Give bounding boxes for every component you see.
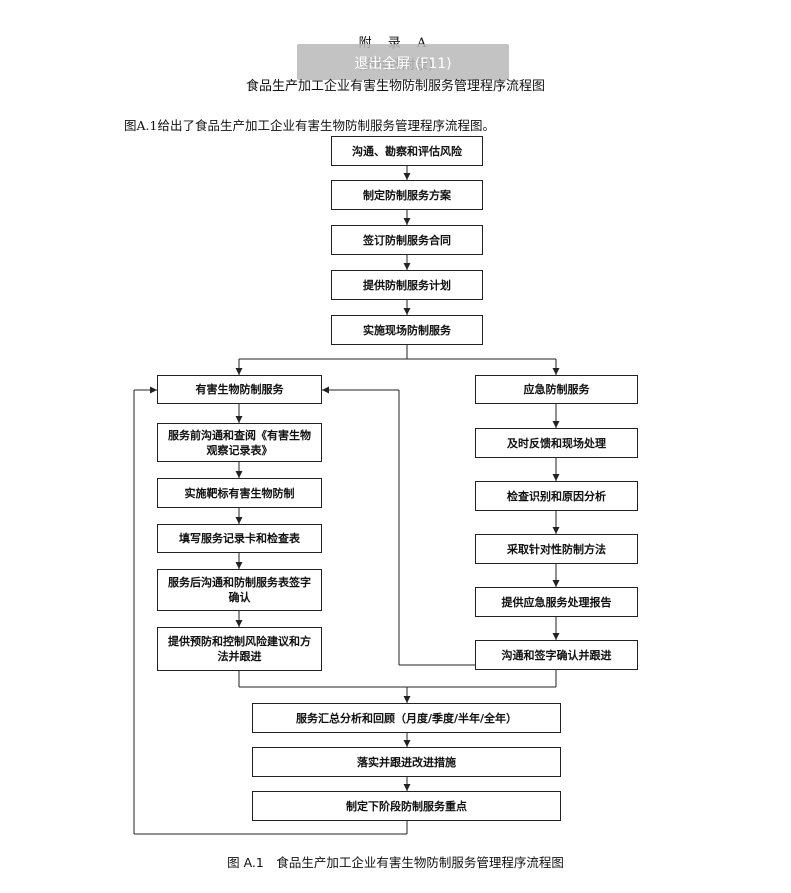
figure-caption: 图 A.1 食品生产加工企业有害生物防制服务管理程序流程图 [227,855,564,870]
flow-box-risk-advice: 提供预防和控制风险建议和方法并跟进 [157,627,322,671]
flow-box-feedback: 及时反馈和现场处理 [475,428,638,458]
flow-box-targeted-method: 采取针对性防制方法 [475,534,638,564]
flow-box-pre-service: 服务前沟通和查阅《有害生物观察记录表》 [157,423,322,462]
flow-box-emergency-service: 应急防制服务 [475,375,638,404]
flow-box-plan: 制定防制服务方案 [331,180,483,210]
exit-fullscreen-overlay[interactable] [297,44,509,80]
flow-box-summary-review: 服务汇总分析和回顾（月度/季度/半年/全年） [252,703,561,733]
flow-box-target-control: 实施靶标有害生物防制 [157,478,322,508]
flow-box-schedule: 提供防制服务计划 [331,270,483,300]
flow-box-onsite-service: 实施现场防制服务 [331,315,483,345]
flow-box-sign-follow-up: 沟通和签字确认并跟进 [475,640,638,670]
flow-box-contract: 签订防制服务合同 [331,225,483,255]
flow-box-next-focus: 制定下阶段防制服务重点 [252,791,561,821]
exit-fullscreen-text[interactable]: 退出全屏 (F11) [354,56,452,72]
flow-box-cause-analysis: 检查识别和原因分析 [475,481,638,511]
flow-box-emergency-report: 提供应急服务处理报告 [475,587,638,617]
intro-text: 图A.1给出了食品生产加工企业有害生物防制服务管理程序流程图。 [124,118,495,133]
flow-box-assess-risk: 沟通、勘察和评估风险 [331,136,483,166]
page-title: 食品生产加工企业有害生物防制服务管理程序流程图 [245,79,545,94]
flow-box-improvement: 落实并跟进改进措施 [252,747,561,777]
flow-box-post-service: 服务后沟通和防制服务表签字确认 [157,569,322,611]
flow-box-pest-control-service: 有害生物防制服务 [157,375,322,404]
flow-box-record-card: 填写服务记录卡和检查表 [157,524,322,553]
